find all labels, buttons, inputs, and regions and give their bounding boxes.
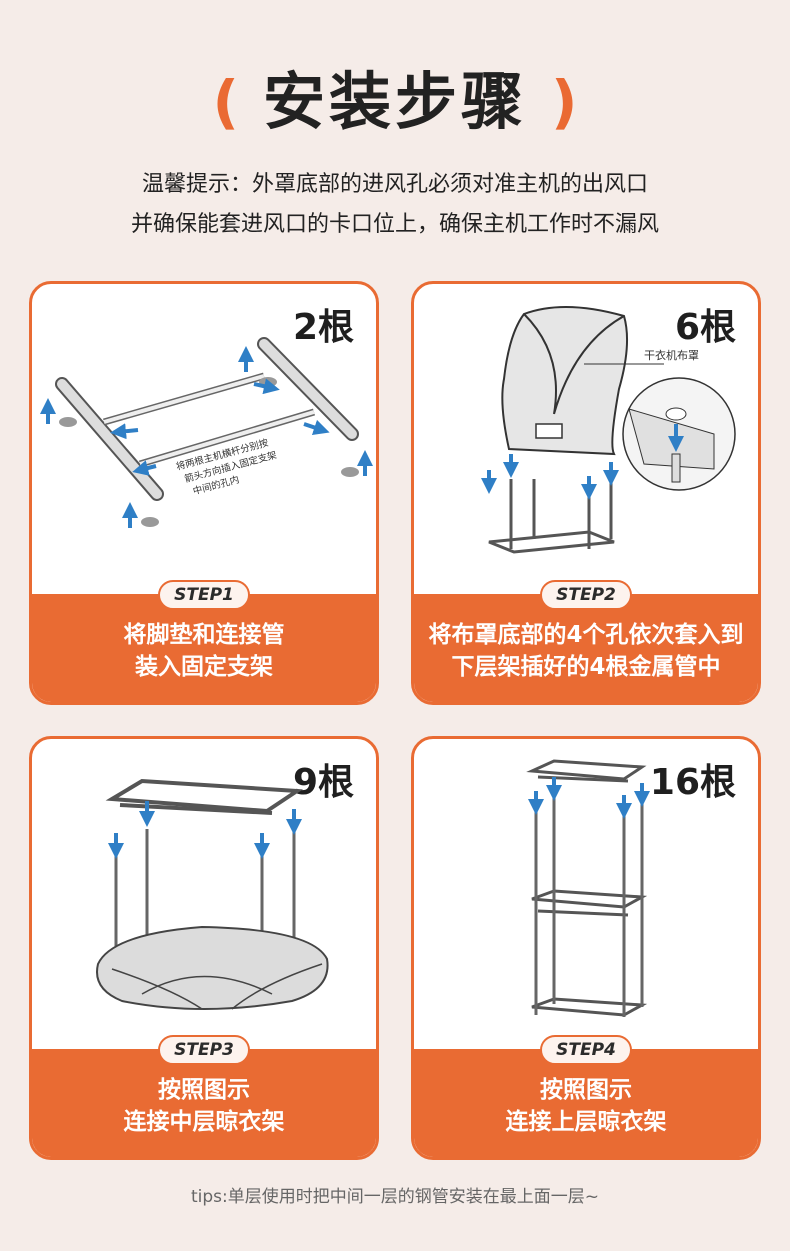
hint-line-1: 温馨提示：外罩底部的进风孔必须对准主机的出风口 <box>141 172 648 197</box>
step-badge: STEP3 <box>158 1035 250 1065</box>
step-instructions: 将脚垫和连接管 装入固定支架 <box>32 594 376 702</box>
step-instructions: 按照图示 连接中层晾衣架 <box>32 1049 376 1157</box>
hint-line-2: 并确保能套进风口的卡口位上，确保主机工作时不漏风 <box>130 212 659 237</box>
tube-count: 16根 <box>649 762 736 803</box>
tube-count: 6根 <box>674 307 736 348</box>
step1-illustration: 将两根主机横杆分别按 箭头方向插入固定支架 中间的孔内 <box>40 337 373 528</box>
step-card-4: 16根 STEP4 按照图示 连接上层晾衣架 <box>411 736 761 1160</box>
step-badge: STEP1 <box>158 580 250 610</box>
step-instructions: 按照图示 连接上层晾衣架 <box>414 1049 758 1157</box>
step-instructions: 将布罩底部的4个孔依次套入到 下层架插好的4根金属管中 <box>414 594 758 702</box>
step-card-3: 9根 STEP3 按照图示 连接中层晾衣架 <box>29 736 379 1160</box>
step4-illustration <box>526 759 650 1017</box>
step-instruction-line-2: 连接中层晾衣架 <box>123 1109 285 1135</box>
step-card-1: 2根 将两根主机横杆分别按 箭头方 <box>29 281 379 705</box>
step-instruction-line-1: 将脚垫和连接管 <box>123 622 285 648</box>
step-badge: STEP4 <box>540 1035 632 1065</box>
tips-footer: tips:单层使用时把中间一层的钢管安装在最上面一层~ <box>190 1187 599 1207</box>
tube-count: 9根 <box>292 762 354 803</box>
title-text: 安装步骤 <box>262 65 527 138</box>
step3-illustration <box>96 778 329 1010</box>
step-badge: STEP2 <box>540 580 632 610</box>
step2-annotation: 干衣机布罩 <box>644 348 699 362</box>
step-instruction-line-1: 将布罩底部的4个孔依次套入到 <box>428 622 744 648</box>
step2-illustration: 干衣机布罩 <box>481 305 736 554</box>
step-instruction-line-1: 按照图示 <box>540 1077 632 1103</box>
title-close-paren: ) <box>551 68 578 136</box>
step-instruction-line-1: 按照图示 <box>158 1077 250 1103</box>
step-instruction-line-2: 装入固定支架 <box>135 654 273 680</box>
step-instruction-line-2: 下层架插好的4根金属管中 <box>451 654 721 680</box>
step-card-2: 6根 干衣机布罩 STEP2 将布罩底部的4个孔依次套入到 <box>411 281 761 705</box>
tube-count: 2根 <box>292 307 354 348</box>
step-instruction-line-2: 连接上层晾衣架 <box>505 1109 667 1135</box>
title-open-paren: ( <box>212 68 239 136</box>
svg-text:将两根主机横杆分别按 箭头方向插入固定支架: 将两根主机横杆分别按 箭头方向插入固定支架 中间的孔内 <box>175 435 285 500</box>
page-title: ( 安装步骤 ) <box>0 52 790 152</box>
